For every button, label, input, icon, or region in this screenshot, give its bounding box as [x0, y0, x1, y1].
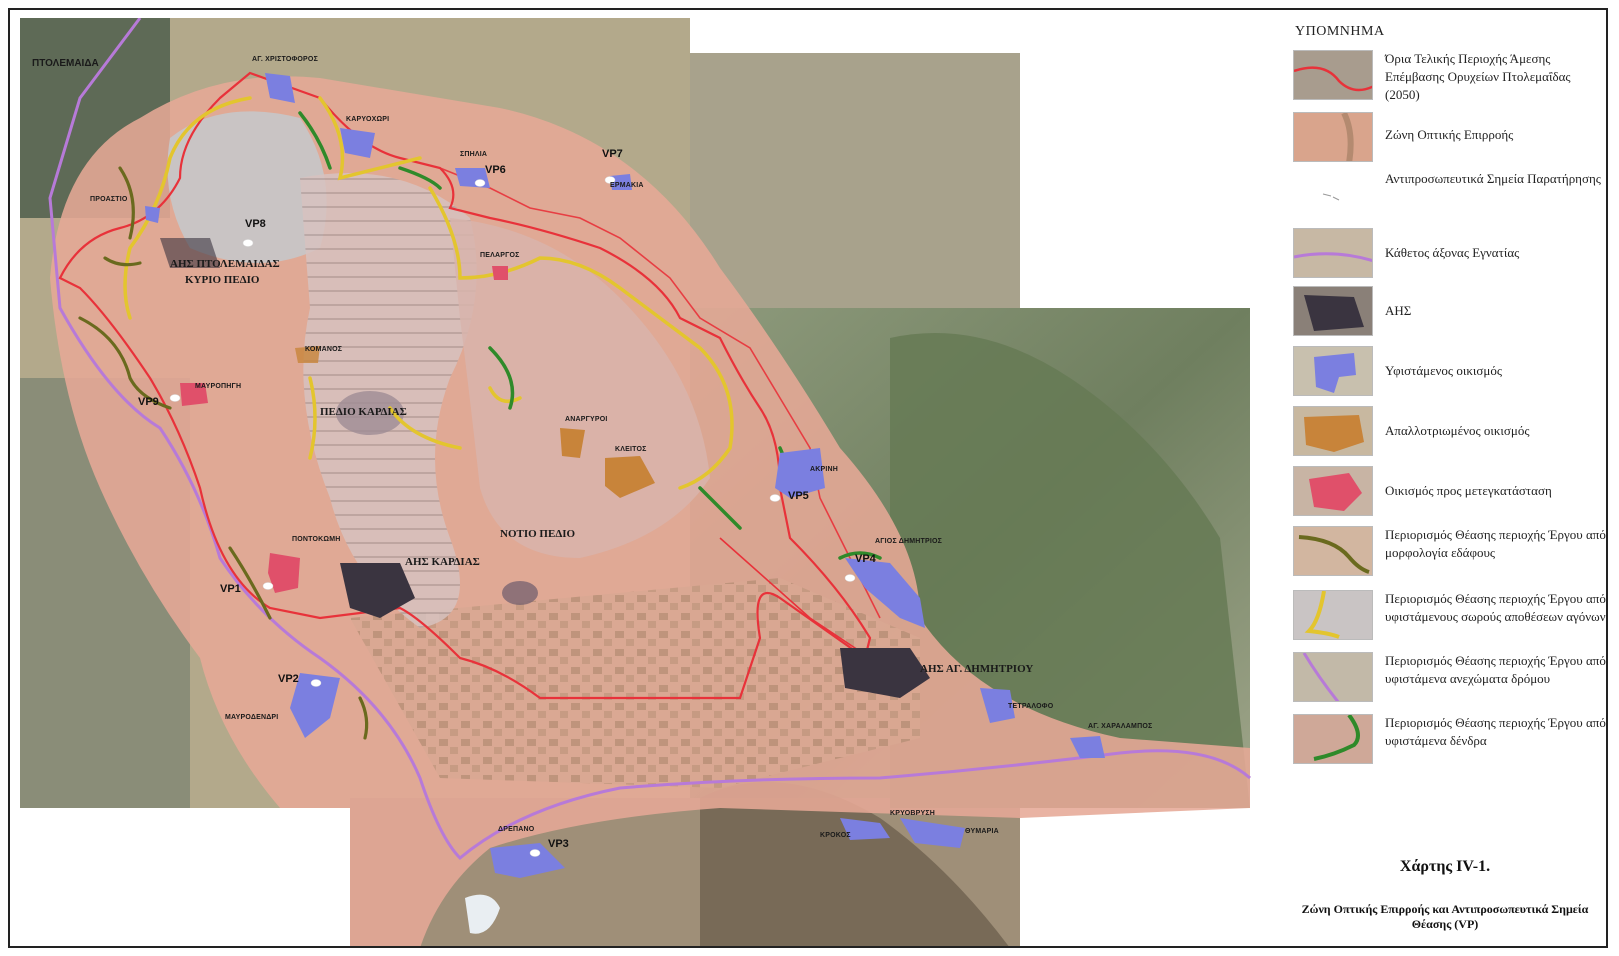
settlement-label: ΜΑΥΡΟΠΗΓΗ	[195, 383, 242, 390]
existing-settlements	[145, 73, 1105, 878]
settlement-label: ΠΟΝΤΟΚΩΜΗ	[292, 536, 341, 543]
terrain-restriction-lines	[78, 166, 369, 740]
viewpoint-label-vp1: VP1	[220, 583, 241, 595]
power-plant-swatch-icon	[1293, 286, 1373, 336]
viewpoint-label-vp7: VP7	[602, 148, 623, 160]
settlement-label: ΠΡΟΑΣΤΙΟ	[90, 196, 128, 203]
visual-zone-swatch-icon	[1293, 112, 1373, 162]
viewpoint-label-vp2: VP2	[278, 673, 299, 685]
legend-label: Υφιστάμενος οικισμός	[1385, 363, 1503, 378]
tree-restriction-lines	[298, 111, 882, 560]
map-canvas	[20, 18, 1285, 946]
legend-label: Ζώνη Οπτικής Επιρροής	[1385, 127, 1514, 142]
map-area: ΠΤΟΛΕΜΑΙΔΑ ΑΗΣ ΠΤΟΛΕΜΑΙΔΑΣ ΚΥΡΙΟ ΠΕΔΙΟ Π…	[20, 18, 1285, 946]
viewpoint-label-vp5: VP5	[788, 490, 809, 502]
area-label-ais-kardias: ΑΗΣ ΚΑΡΔΙΑΣ	[405, 556, 480, 568]
city-label-ptolemaida: ΠΤΟΛΕΜΑΙΔΑ	[32, 58, 99, 69]
settlement-label: ΚΑΡΥΟΧΩΡΙ	[346, 116, 390, 123]
trees-restriction-swatch-icon	[1293, 714, 1373, 764]
spoil-heap-restriction-lines	[123, 96, 734, 490]
area-label-pedio-kardias: ΠΕΔΙΟ ΚΑΡΔΙΑΣ	[320, 406, 407, 418]
settlement-label: ΠΕΛΑΡΓΟΣ	[480, 252, 520, 259]
settlement-label: ΤΕΤΡΑΛΟΦΟ	[1008, 703, 1054, 710]
road-embankment-restriction-swatch-icon	[1293, 652, 1373, 702]
settlement-label: ΑΝΑΡΓΥΡΟΙ	[565, 416, 608, 423]
expropriated-settlements	[295, 346, 655, 498]
power-plant-areas	[160, 238, 930, 698]
area-label-notio-pedio: ΝΟΤΙΟ ΠΕΔΙΟ	[500, 528, 576, 540]
map-caption: Χάρτης IV-1.	[1399, 858, 1491, 875]
viewpoint-label-vp3: VP3	[548, 838, 569, 850]
farmland	[350, 578, 920, 788]
legend-label: Περιορισμός Θέασης περιοχής Έργου από υφ…	[1385, 653, 1606, 686]
legend-label: Αντιπροσωπευτικά Σημεία Παρατήρησης	[1385, 171, 1601, 186]
settlement-label: ΚΛΕΙΤΟΣ	[615, 446, 647, 453]
boundary-spur	[719, 537, 871, 659]
legend-label: Περιορισμός Θέασης περιοχής Έργου από υφ…	[1385, 715, 1606, 748]
map-figure: ΠΤΟΛΕΜΑΙΔΑ ΑΗΣ ΠΤΟΛΕΜΑΙΔΑΣ ΚΥΡΙΟ ΠΕΔΙΟ Π…	[8, 8, 1608, 948]
legend-title: ΥΠΟΜΝΗΜΑ	[1295, 24, 1385, 39]
settlement-label: ΚΡΟΚΟΣ	[820, 832, 851, 839]
viewpoint-markers	[169, 176, 856, 857]
settlement-label: ΑΓΙΟΣ ΔΗΜΗΤΡΙΟΣ	[875, 538, 943, 545]
settlement-label: ΑΚΡΙΝΗ	[810, 466, 839, 473]
viewpoint-label-vp9: VP9	[138, 396, 159, 408]
terrain-restriction-swatch-icon	[1293, 526, 1373, 576]
spoil-heap-restriction-swatch-icon	[1293, 590, 1373, 640]
legend-label: ΑΗΣ	[1385, 303, 1412, 318]
settlement-label: ΔΡΕΠΑΝΟ	[498, 826, 535, 833]
area-label-ais-ptolemaidas: ΑΗΣ ΠΤΟΛΕΜΑΙΔΑΣ	[170, 258, 280, 270]
viewpoint-label-vp8: VP8	[245, 218, 266, 230]
area-label-kyrio-pedio: ΚΥΡΙΟ ΠΕΔΙΟ	[185, 274, 260, 286]
lake	[465, 894, 500, 934]
settlement-label: ΑΓ. ΧΡΙΣΤΟΦΟΡΟΣ	[252, 56, 318, 63]
relocation-settlement-swatch-icon	[1293, 466, 1373, 516]
legend-panel: ΥΠΟΜΝΗΜΑ Όρια Τελικής Περιοχής Άμεσης Επ…	[1285, 18, 1606, 946]
map-subtitle: Ζώνη Οπτικής Επιρροής και Αντιπροσωπευτι…	[1301, 902, 1589, 931]
legend-label: Οικισμός προς μετεγκατάσταση	[1385, 483, 1552, 498]
viewpoint-label-vp6: VP6	[485, 164, 506, 176]
legend-label: Κάθετος άξονας Εγνατίας	[1385, 245, 1520, 260]
legend-label: Απαλλοτριωμένος οικισμός	[1385, 423, 1530, 438]
settlement-label: ΑΓ. ΧΑΡΑΛΑΜΠΟΣ	[1088, 723, 1153, 730]
settlement-label: ΘΥΜΑΡΙΑ	[965, 828, 999, 835]
egnatia-axis-swatch-icon	[1293, 228, 1373, 278]
viewpoint-label-vp4: VP4	[855, 553, 876, 565]
relocation-settlements	[180, 266, 508, 593]
settlement-label: ΣΠΗΛΙΑ	[460, 151, 488, 158]
settlement-label: ΕΡΜΑΚΙΑ	[610, 182, 644, 189]
legend-label: Περιορισμός Θέασης περιοχής Έργου από μο…	[1385, 527, 1606, 560]
red-boundary-line-swatch-icon	[1293, 50, 1373, 100]
legend-label: Όρια Τελικής Περιοχής Άμεσης Επέμβασης Ο…	[1385, 51, 1571, 102]
settlement-label: ΚΡΥΟΒΡΥΣΗ	[890, 810, 936, 817]
egnatia-axis-line	[48, 18, 1251, 861]
settlement-label: ΜΑΥΡΟΔΕΝΔΡΙ	[225, 714, 279, 721]
existing-settlement-swatch-icon	[1293, 346, 1373, 396]
viewpoint-marker-swatch-icon	[1293, 170, 1373, 220]
settlement-label: ΚΟΜΑΝΟΣ	[305, 346, 343, 353]
expropriated-settlement-swatch-icon	[1293, 406, 1373, 456]
final-area-boundary	[58, 71, 872, 700]
area-label-ais-ag-dimitriou: ΑΗΣ ΑΓ. ΔΗΜΗΤΡΙΟΥ	[920, 663, 1034, 675]
legend-label: Περιορισμός Θέασης περιοχής Έργου από υφ…	[1385, 591, 1606, 624]
